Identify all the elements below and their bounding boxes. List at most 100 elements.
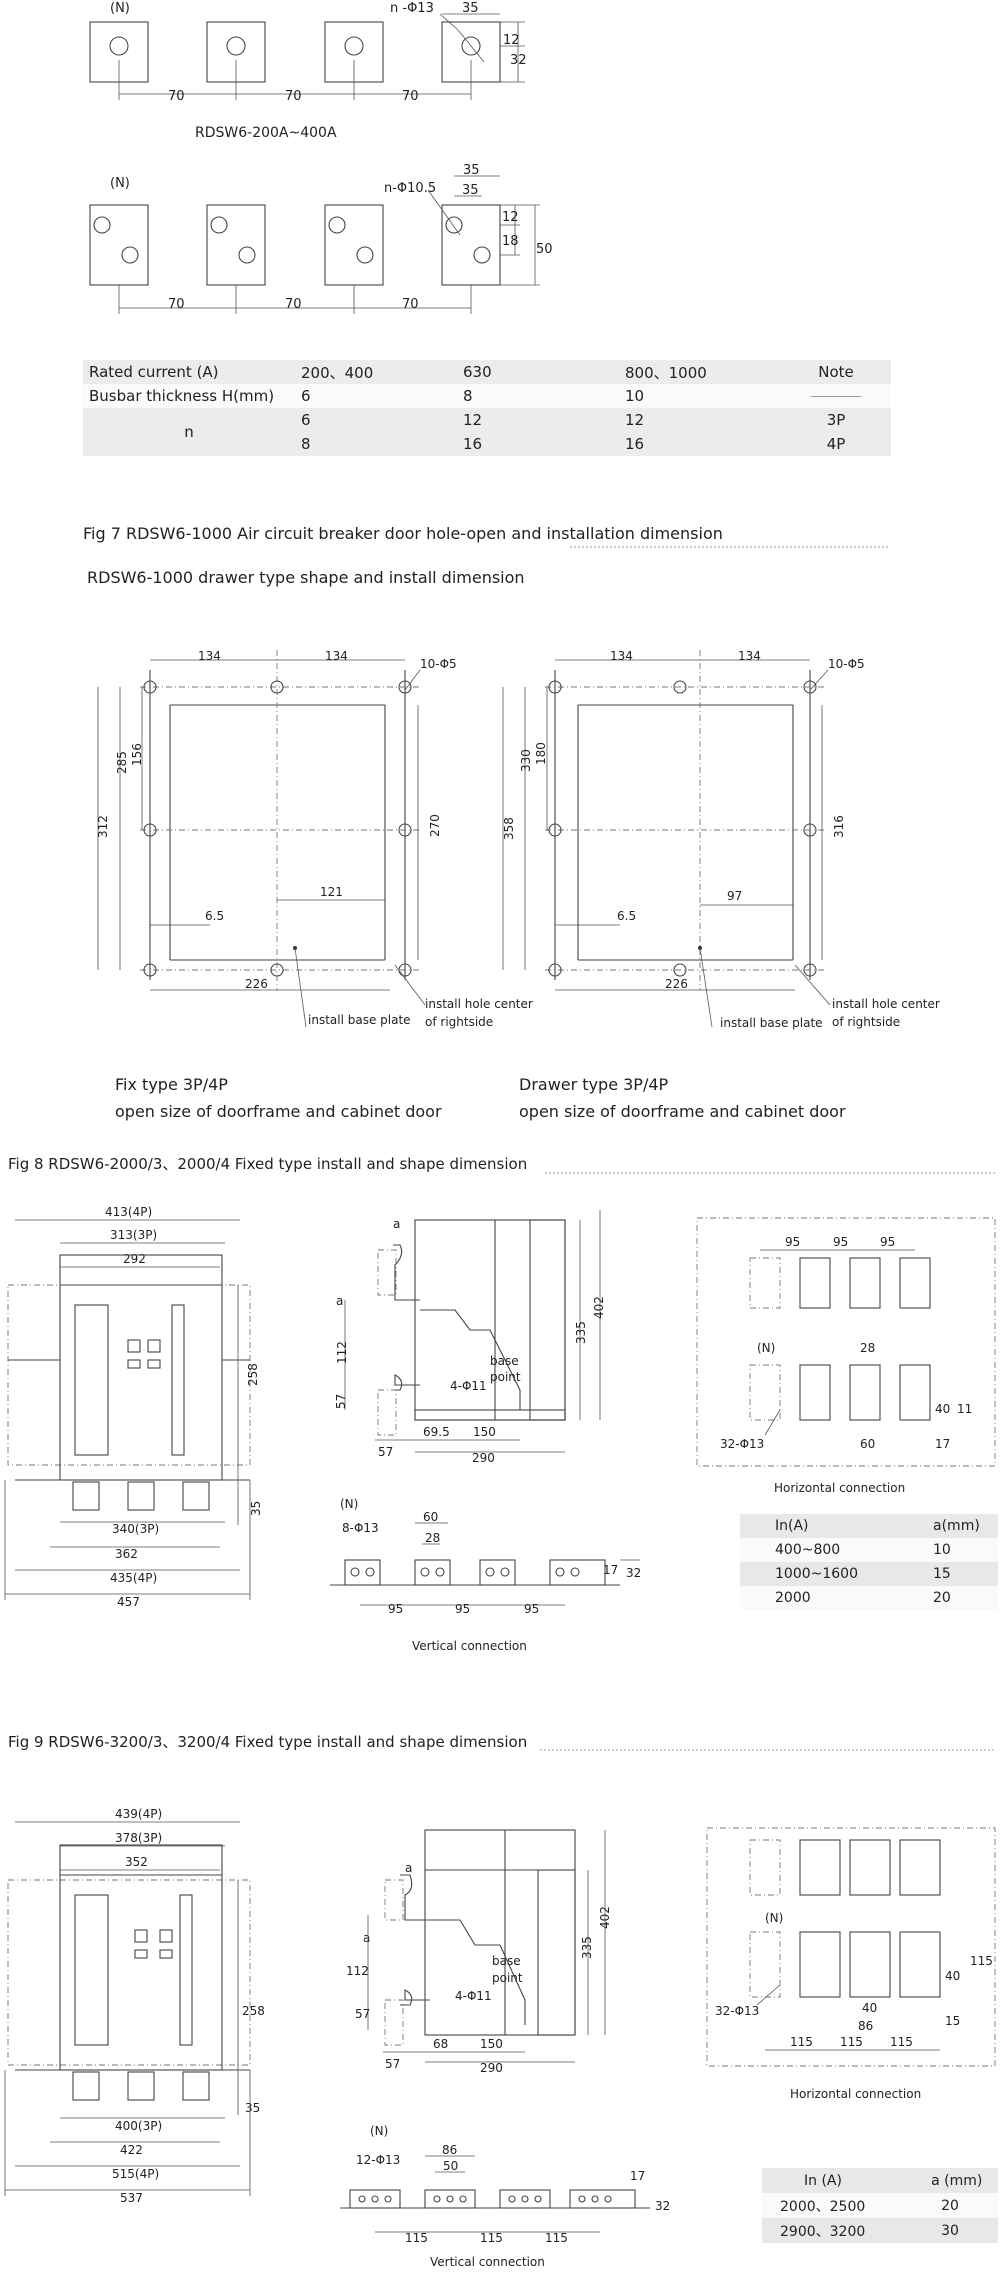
svg-text:226: 226 <box>665 977 688 991</box>
svg-text:32: 32 <box>655 2199 670 2213</box>
holes-10-phi5: 10-Φ5 <box>420 657 457 671</box>
hole-spec-label: n-Φ10.5 <box>384 181 436 196</box>
svg-text:17: 17 <box>935 1437 950 1451</box>
svg-text:8-Φ13: 8-Φ13 <box>342 1521 379 1535</box>
dim-35: 35 <box>462 1 479 16</box>
svg-text:60: 60 <box>860 1437 875 1451</box>
fig9-horizontal-connection: (N) 32-Φ13 40 86 40 115 15 115 115 115 H… <box>706 1827 996 2101</box>
svg-text:a: a <box>405 1861 412 1875</box>
svg-text:a: a <box>336 1294 343 1308</box>
hole-spec-label: n -Φ13 <box>390 1 434 16</box>
drawer-type-door-drawing: 134 134 10-Φ5 358 330 180 316 97 6.5 226… <box>502 649 940 1121</box>
terminal-block <box>89 204 149 286</box>
svg-text:180: 180 <box>534 742 548 765</box>
svg-text:362: 362 <box>115 1547 138 1561</box>
svg-text:install hole center: install hole center <box>425 997 533 1011</box>
svg-text:358: 358 <box>502 817 516 840</box>
svg-text:install hole center: install hole center <box>832 997 940 1011</box>
svg-text:open size of doorframe and cab: open size of doorframe and cabinet door <box>115 1102 442 1121</box>
terminal-hole <box>344 36 364 56</box>
svg-text:112: 112 <box>346 1964 369 1978</box>
svg-text:150: 150 <box>480 2037 503 2051</box>
svg-text:115: 115 <box>890 2035 913 2049</box>
svg-text:156: 156 <box>130 743 144 766</box>
svg-text:70: 70 <box>402 297 419 312</box>
svg-text:69.5: 69.5 <box>423 1425 450 1439</box>
svg-text:402: 402 <box>592 1296 606 1319</box>
busbar-table: Rated current (A) 200、400 630 800、1000 N… <box>83 360 891 456</box>
svg-text:28: 28 <box>860 1341 875 1355</box>
fig8-current-table: In(A) a(mm) 400~800 10 1000~1600 15 2000… <box>740 1514 998 1610</box>
svg-text:(N): (N) <box>370 2124 388 2138</box>
dim-35: 35 <box>462 183 479 198</box>
svg-text:115: 115 <box>840 2035 863 2049</box>
svg-text:439(4P): 439(4P) <box>115 1807 162 1821</box>
spacing-70: 70 <box>402 89 419 104</box>
svg-text:435(4P): 435(4P) <box>110 1571 157 1585</box>
fig9-vertical-connection: (N) 12-Φ13 86 50 17 32 115 115 115 Verti… <box>340 2124 670 2269</box>
fig9-front-view: 439(4P) 378(3P) 352 258 35 400(3P) 422 5… <box>4 1807 265 2205</box>
table-cell: Rated current (A) <box>89 363 219 381</box>
svg-text:292: 292 <box>123 1252 146 1266</box>
svg-text:(N): (N) <box>757 1341 775 1355</box>
terminal-block <box>324 204 384 286</box>
svg-text:150: 150 <box>473 1425 496 1439</box>
svg-text:57: 57 <box>334 1394 348 1409</box>
spacing-70: 70 <box>168 89 185 104</box>
drawer-type-caption: Drawer type 3P/4P <box>519 1075 669 1094</box>
svg-text:install base plate: install base plate <box>720 1016 823 1030</box>
spacing-70: 70 <box>285 89 302 104</box>
svg-text:Vertical connection: Vertical connection <box>412 1639 527 1653</box>
svg-text:6.5: 6.5 <box>617 909 636 923</box>
svg-text:115: 115 <box>790 2035 813 2049</box>
fix-type-caption: Fix type 3P/4P <box>115 1075 228 1094</box>
dim-18: 18 <box>502 234 519 249</box>
svg-text:134: 134 <box>325 649 348 663</box>
svg-text:115: 115 <box>545 2231 568 2245</box>
fig8-title: Fig 8 RDSW6-2000/3、2000/4 Fixed type ins… <box>8 1155 528 1173</box>
svg-text:32-Φ13: 32-Φ13 <box>715 2004 759 2018</box>
terminal-block <box>441 204 501 286</box>
svg-text:50: 50 <box>443 2159 458 2173</box>
fig9-current-table: In (A) a (mm) 2000、2500 20 2900、3200 30 <box>762 2168 998 2243</box>
svg-text:400(3P): 400(3P) <box>115 2119 162 2133</box>
svg-text:335: 335 <box>574 1321 588 1344</box>
svg-text:316: 316 <box>832 815 846 838</box>
svg-text:40: 40 <box>935 1402 950 1416</box>
svg-text:57: 57 <box>355 2007 370 2021</box>
dim-32: 32 <box>510 53 527 68</box>
svg-text:Horizontal connection: Horizontal connection <box>774 1481 905 1495</box>
svg-text:35: 35 <box>245 2101 260 2115</box>
terminal-hole <box>109 36 129 56</box>
svg-text:115: 115 <box>480 2231 503 2245</box>
svg-text:32: 32 <box>626 1566 641 1580</box>
svg-text:17: 17 <box>630 2169 645 2183</box>
svg-text:4-Φ11: 4-Φ11 <box>455 1989 492 2003</box>
svg-text:of rightside: of rightside <box>832 1015 900 1029</box>
svg-text:95: 95 <box>524 1602 539 1616</box>
fig9-side-view: a a 112 57 4-Φ11 base point 335 402 57 6… <box>346 1829 612 2075</box>
dim-12: 12 <box>502 210 519 225</box>
svg-text:285: 285 <box>115 751 129 774</box>
svg-text:95: 95 <box>833 1235 848 1249</box>
svg-text:86: 86 <box>442 2143 457 2157</box>
n-label: (N) <box>110 176 130 191</box>
svg-text:install base plate: install base plate <box>308 1013 411 1027</box>
svg-text:134: 134 <box>738 649 761 663</box>
svg-text:40: 40 <box>945 1969 960 1983</box>
svg-text:340(3P): 340(3P) <box>112 1522 159 1536</box>
svg-text:6.5: 6.5 <box>205 909 224 923</box>
svg-text:270: 270 <box>428 814 442 837</box>
svg-text:313(3P): 313(3P) <box>110 1228 157 1242</box>
model-caption: RDSW6-200A~400A <box>195 125 337 141</box>
terminal-row-200-400: (N) n -Φ13 35 12 32 70 70 70 RDSW6-200A~… <box>89 1 527 141</box>
fig8-side-view: a a 112 57 4-Φ11 base point 335 402 57 6… <box>334 1210 606 1465</box>
n-label: (N) <box>110 1 130 16</box>
svg-text:457: 457 <box>117 1595 140 1609</box>
fig7-subtitle: RDSW6-1000 drawer type shape and install… <box>87 568 525 587</box>
terminal-block <box>206 204 266 286</box>
svg-text:open size of doorframe and cab: open size of doorframe and cabinet door <box>519 1102 846 1121</box>
svg-text:312: 312 <box>96 815 110 838</box>
svg-text:330: 330 <box>519 749 533 772</box>
